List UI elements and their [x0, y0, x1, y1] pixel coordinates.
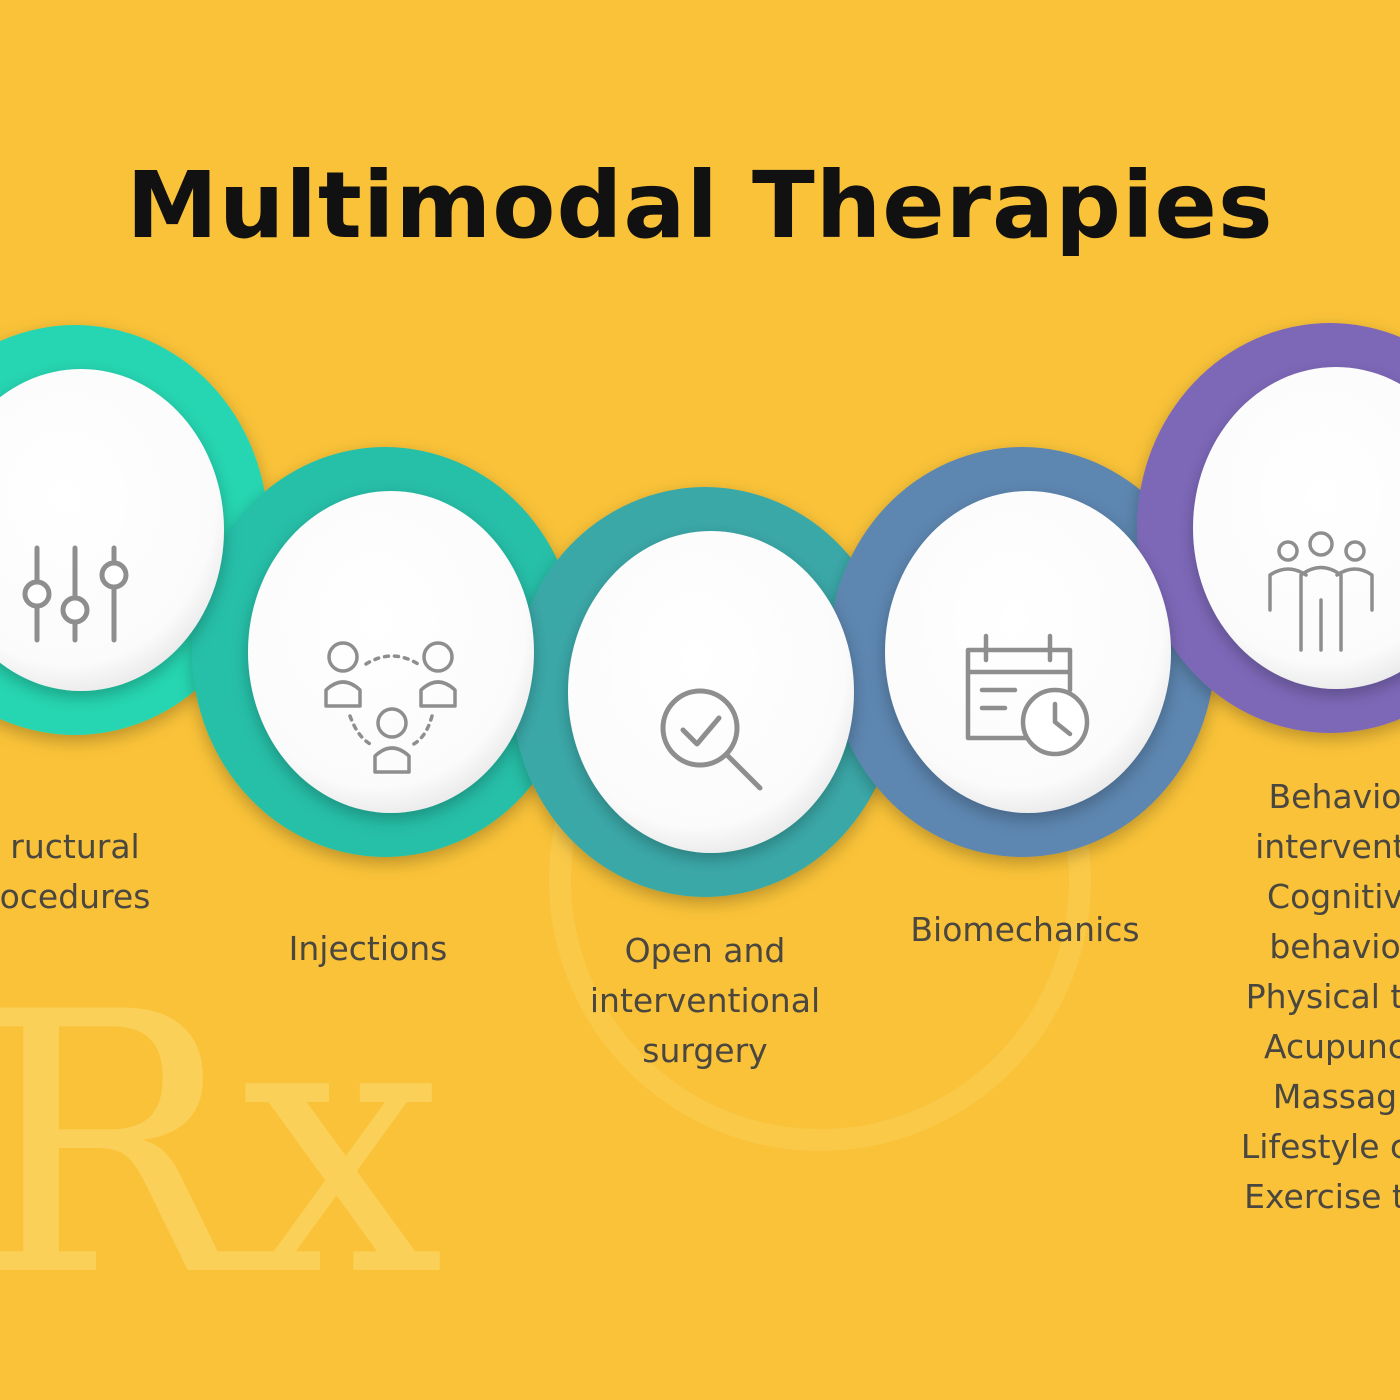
step-disc-1 [0, 369, 224, 691]
step-label-2: Injections [288, 929, 448, 968]
page-title: Multimodal Therapies [126, 152, 1274, 259]
step-disc-2 [248, 491, 534, 813]
step-label-4: Biomechanics [910, 910, 1140, 949]
rx-watermark: Rx [0, 936, 444, 1355]
magnifier-check-icon [660, 688, 763, 791]
group-people-icon [1268, 531, 1374, 652]
calendar-clock-icon [965, 633, 1090, 757]
team-network-icon [324, 641, 457, 774]
step-disc-5 [1193, 367, 1400, 689]
sliders-icon [22, 545, 129, 643]
